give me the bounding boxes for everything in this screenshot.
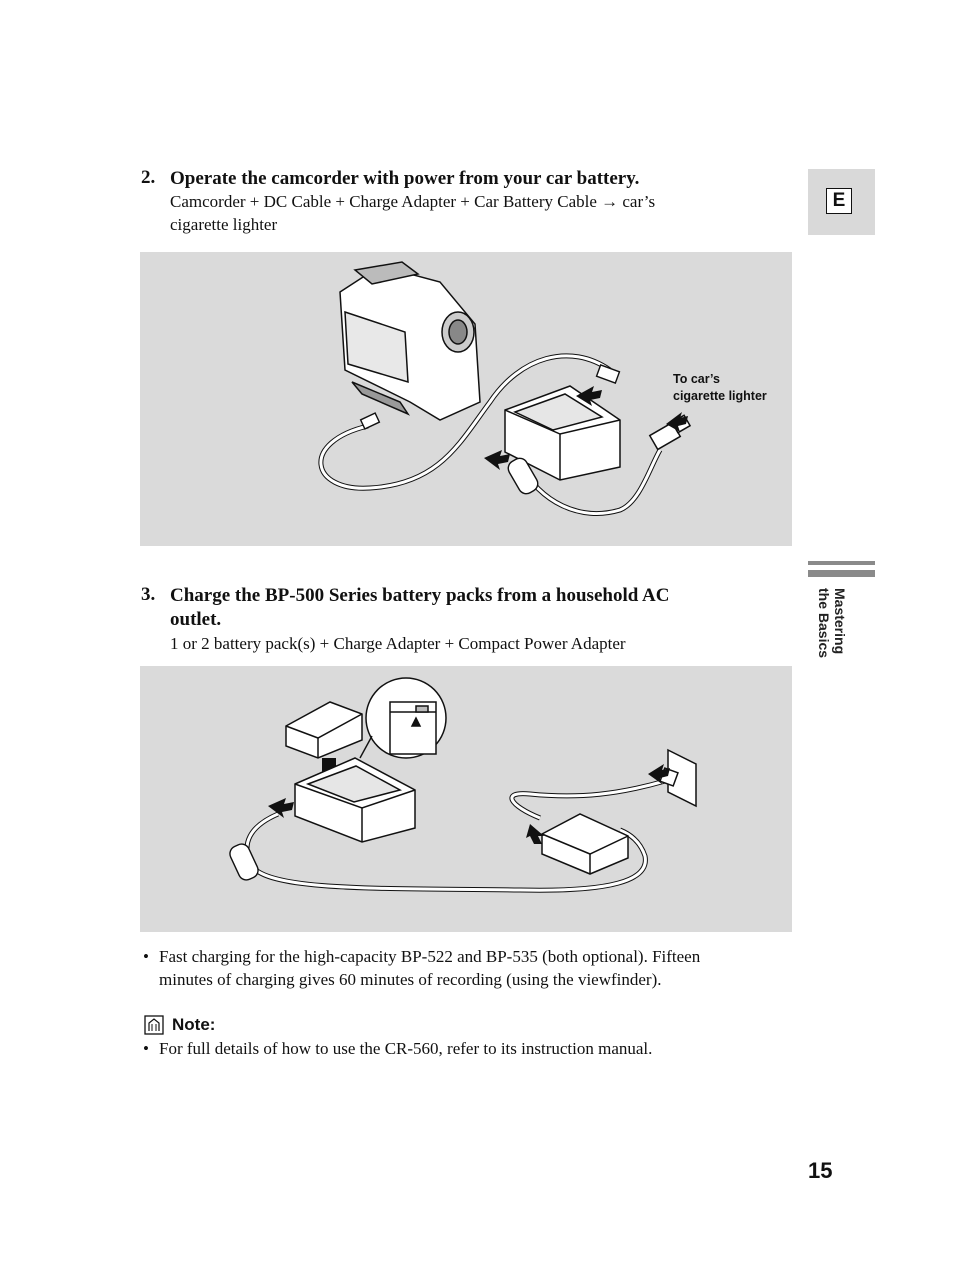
callout-line1: To car’s xyxy=(673,372,721,386)
section-bar-top xyxy=(808,561,875,565)
cigarette-lighter-callout: To car’s cigarette lighter xyxy=(673,371,767,405)
step-2-title: Operate the camcorder with power from yo… xyxy=(170,168,640,189)
note-text: For full details of how to use the CR-56… xyxy=(159,1039,653,1058)
section-bar-bottom xyxy=(808,570,875,577)
section-label: Mastering the Basics xyxy=(808,588,848,658)
step-3-title-line1: Charge the BP-500 Series battery packs f… xyxy=(170,585,670,606)
car-battery-diagram xyxy=(318,261,692,516)
note-label: Note: xyxy=(172,1015,216,1034)
bullet-marker-fast: • xyxy=(143,947,149,966)
fast-charging-text: Fast charging for the high-capacity BP-5… xyxy=(159,945,700,991)
step-2-body: Camcorder + DC Cable + Charge Adapter + … xyxy=(170,190,655,236)
step-2-body-line1: Camcorder + DC Cable + Charge Adapter + … xyxy=(170,192,656,211)
step-3-number: 3. xyxy=(141,584,156,605)
step-3-body: 1 or 2 battery pack(s) + Charge Adapter … xyxy=(170,634,626,653)
fast-charging-line1: Fast charging for the high-capacity BP-5… xyxy=(159,947,701,966)
language-tab: E xyxy=(808,169,875,235)
car-battery-illustration xyxy=(140,252,792,546)
step-2-body-line2: cigarette lighter xyxy=(170,215,278,234)
step-3-title: Charge the BP-500 Series battery packs f… xyxy=(170,584,669,632)
callout-line2: cigarette lighter xyxy=(673,389,767,403)
section-label-line1: Mastering xyxy=(832,588,848,655)
note-icon xyxy=(144,1015,164,1035)
section-label-line2: the Basics xyxy=(816,588,832,659)
ac-outlet-diagram xyxy=(229,677,697,893)
ac-outlet-illustration xyxy=(140,666,792,932)
step-2-number: 2. xyxy=(141,167,156,188)
language-indicator: E xyxy=(826,188,852,214)
bullet-marker-note: • xyxy=(143,1039,149,1058)
step-3-title-line2: outlet. xyxy=(170,609,222,630)
fast-charging-line2: minutes of charging gives 60 minutes of … xyxy=(159,970,662,989)
page-number: 15 xyxy=(808,1158,833,1183)
